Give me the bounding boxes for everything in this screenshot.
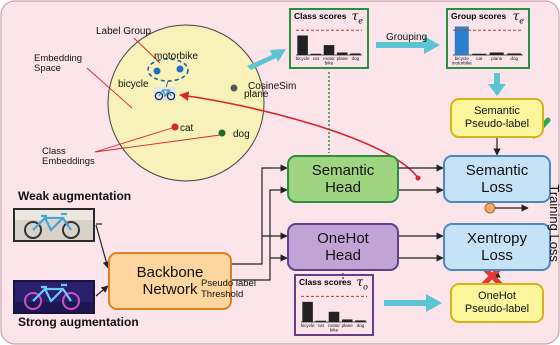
chart-bar-3 [341, 319, 353, 322]
grouping-arrow [376, 36, 440, 54]
chart-bar-2 [489, 52, 504, 55]
strong-to-backbone-arrow [95, 285, 109, 297]
embedding-space-label: Embedding Space [34, 53, 83, 75]
chart-category-label-3: plane [337, 56, 349, 61]
scores-to-onehot-pseudo-arrow [384, 294, 442, 312]
bicycle-icon [154, 87, 176, 101]
chart-category-label-2: plane [491, 56, 503, 61]
weak-augmentation-label: Weak augmentation [18, 189, 132, 203]
chart-category-label-0: bicycle [301, 323, 315, 328]
bicycle-embedding-dot [153, 67, 161, 75]
class-embeddings-label: Class Embeddings [42, 146, 95, 168]
dog-embedding-dot [218, 129, 226, 137]
cat-label: cat [180, 123, 194, 134]
chart-category-label-2: motor [323, 56, 335, 61]
chart-category-label-0: motorbike [452, 61, 473, 66]
chart-bar-4 [350, 53, 361, 55]
cat-embedding-dot [171, 123, 179, 131]
embedding-space-pointer [86, 67, 133, 109]
chart-category-label-3: dog [510, 56, 518, 61]
backbone-network-box: Backbone Network [108, 252, 232, 310]
cosine-sim-curve-arrow [179, 91, 419, 179]
chart-category-label-4: dog [357, 323, 365, 328]
plane-embedding-dot [230, 84, 238, 92]
dog-label: dog [233, 129, 250, 140]
chart-title: Group scores [451, 11, 507, 21]
threshold-symbol: τe [351, 9, 363, 26]
semantic-pseudo-label-box: Semantic Pseudo-label [450, 98, 544, 138]
chart-bar-1 [310, 53, 322, 55]
weak-to-backbone-arrow [95, 224, 110, 269]
chart-bar-0 [302, 301, 313, 322]
strong-augmentation-label: Strong augmentation [18, 315, 139, 329]
embedding-to-scores-arrow [247, 49, 286, 70]
backbone-to-semantic-branch-1 [232, 167, 272, 265]
threshold-symbol: τo [356, 275, 368, 292]
motorbike-embedding-dot [176, 65, 184, 73]
chart-category-label-1: cat [313, 56, 320, 61]
xentropy-loss-box: Xentropy Loss [443, 223, 551, 271]
chart-category-label-0: bicycle [296, 56, 310, 61]
chart-category-label-1: cat [318, 323, 325, 328]
semantic-head-box: Semantic Head [287, 155, 399, 203]
chart-bar-3 [336, 52, 348, 55]
backbone-to-semantic-branch-2 [232, 189, 278, 281]
training-loss-label: Training Loss [547, 184, 560, 262]
chart-category-label-2: motor [328, 323, 340, 328]
weak-augmentation-image [13, 208, 95, 242]
threshold-symbol: τe [512, 9, 524, 26]
onehot-pseudo-label-box: OneHot Pseudo-label [450, 283, 544, 323]
chart-category-label-3: plane [342, 323, 354, 328]
chart-title: Class scores [299, 277, 352, 287]
cat-embedding-pointer [94, 127, 173, 153]
cosine-sim-label: CosineSim [248, 81, 297, 92]
chart-bar-2 [328, 311, 340, 322]
chart-category-label-1: cat [476, 56, 483, 61]
label-group-label: Label Group [96, 26, 152, 37]
loss-sum-node [484, 202, 496, 214]
plane-label: plane [244, 89, 269, 100]
chart-bar-1 [315, 320, 327, 322]
chart-bar-3 [507, 53, 522, 55]
chart-category-label-4: dog [352, 56, 360, 61]
group-to-pseudo-arrow [488, 73, 506, 96]
embedding-space-circle [107, 24, 265, 182]
chart-bar-1 [472, 53, 487, 55]
chart-bar-4 [355, 320, 366, 322]
dog-embedding-pointer [94, 134, 221, 153]
group-to-image-link [165, 80, 169, 89]
onehot-head-box: OneHot Head [287, 223, 399, 271]
grouping-label: Grouping [386, 32, 428, 43]
chart-title: Class scores [294, 11, 347, 21]
semantic-loss-box: Semantic Loss [443, 155, 551, 203]
pseudo-label-threshold-label: Pseudo label Threshold [201, 278, 256, 300]
label-group-pointer [133, 37, 161, 64]
bicycle-label: bicycle [118, 79, 149, 90]
chart-bar-0 [297, 35, 308, 55]
cosine-sim-tap-dot [415, 175, 421, 181]
motorbike-label: motorbike [154, 51, 198, 62]
chart-category-label-2: bike [330, 328, 339, 333]
chart-category-label-0: bicycle [455, 56, 469, 61]
chart-bar-2 [323, 45, 335, 55]
chart-category-label-2: bike [325, 61, 334, 66]
strong-augmentation-image [13, 280, 95, 314]
chart-bar-0 [454, 26, 469, 55]
